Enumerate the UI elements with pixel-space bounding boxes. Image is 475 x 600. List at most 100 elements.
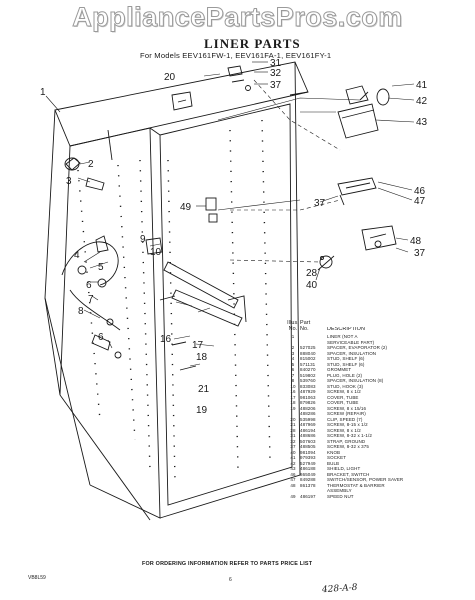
part-number: 519802 <box>300 372 316 378</box>
part-number: 486197 <box>300 493 316 499</box>
liner-box <box>44 61 309 521</box>
part-number: 527025 <box>300 345 316 350</box>
parts-list-header: No. No. DESCRIPTION <box>286 326 462 333</box>
part-number: 486194 <box>300 427 316 433</box>
part-number: 539760 <box>300 378 316 383</box>
illus-number: 1 <box>291 334 295 339</box>
callout-label: 37 <box>314 198 326 209</box>
part-description: SCREW (REPAIR) <box>327 411 366 416</box>
illus-number: 8 <box>291 378 295 383</box>
part-number: 486188 <box>300 466 316 471</box>
part-description: SCREW, 8 x 1/2 <box>327 389 361 394</box>
illus-number: 2 <box>291 345 295 350</box>
part-number: 861378 <box>300 482 316 488</box>
part-description: SCREW, 8 x 15/16 <box>327 405 367 411</box>
part-number: 487929 <box>300 389 316 394</box>
part-description: SCREW, 8-32 x 375 <box>327 444 369 449</box>
part-description: SHIELD, LIGHT <box>327 466 361 471</box>
illus-number: 48 <box>290 482 296 488</box>
illus-number: 40 <box>290 449 296 455</box>
parts-list-row: 49 486197 SPEED NUT <box>286 494 462 500</box>
part-number: 487969 <box>300 422 316 427</box>
illus-number: 6 <box>291 367 295 372</box>
callout-label: 10 <box>150 247 162 258</box>
upper-clip-parts <box>171 65 251 111</box>
part-description: SPEED NUT <box>327 493 354 499</box>
illus-number: 32 <box>290 438 296 444</box>
illus-number: 19 <box>290 405 296 411</box>
illus-number: 31 <box>290 433 296 438</box>
part-description: SPACER, INSULATION (8) <box>327 378 384 383</box>
parts-list-header-top: Illus. Part <box>286 320 462 327</box>
page-number: 6 <box>229 577 232 583</box>
thermostat-assembly <box>361 225 397 251</box>
callout-label: 46 <box>414 186 426 197</box>
callout-label: 31 <box>270 58 282 69</box>
illus-number: 21 <box>290 422 296 427</box>
callout-label: 1 <box>40 87 46 98</box>
callout-label: 3 <box>66 176 72 187</box>
illus-number: 42 <box>290 460 296 466</box>
callout-label: 19 <box>196 405 208 416</box>
callout-label: 21 <box>198 384 210 395</box>
header-part: Part <box>300 320 311 326</box>
switch-bracket <box>337 177 377 206</box>
part-description: STRAP, GROUND <box>327 438 366 444</box>
illus-number: 3 <box>291 350 295 356</box>
part-description: BRACKET, SWITCH <box>327 471 370 477</box>
callout-labels: 1 2 3 4 5 6 7 8 9 10 16 17 18 19 20 21 2… <box>40 58 428 416</box>
part-number: 865049 <box>300 471 316 477</box>
callout-label: 17 <box>192 340 204 351</box>
speed-nut <box>205 197 218 223</box>
part-number: 527949 <box>300 460 316 466</box>
light-socket-assembly <box>337 85 390 139</box>
callout-label: 4 <box>74 250 80 261</box>
part-description: COVER, TUBE <box>327 394 359 400</box>
part-number: 488286 <box>300 411 316 416</box>
part-description: STUD, SHELF (6) <box>327 356 365 361</box>
callout-label: 2 <box>88 159 94 170</box>
parts-list-row: 488286 SCREW (REPAIR) <box>286 411 462 417</box>
part-number: 981063 <box>300 394 316 400</box>
parts-list-row: ASSEMBLY <box>286 488 462 494</box>
part-description: SERVICEABLE PART) <box>327 339 375 345</box>
header-illus: Illus. <box>287 320 299 326</box>
part-description: KNOB <box>327 449 341 455</box>
illus-number: 49 <box>290 493 296 499</box>
parts-list-row: SERVICEABLE PART) <box>286 340 462 346</box>
callout-label: 37 <box>414 248 426 259</box>
screws-lower <box>145 237 197 371</box>
illus-number: 16 <box>290 389 296 394</box>
watermark: AppliancePartsPros.com <box>72 2 403 33</box>
illus-number: 18 <box>290 400 296 405</box>
callout-label: 9 <box>140 234 146 245</box>
connection-lines <box>229 79 341 263</box>
illus-number: 10 <box>290 383 296 389</box>
part-number: 488505 <box>300 444 316 449</box>
callout-label: 47 <box>414 196 426 207</box>
part-number: 571131 <box>300 361 316 367</box>
part-number: 849288 <box>300 477 316 482</box>
part-number: 815002 <box>300 356 316 361</box>
illus-number: 7 <box>291 372 295 378</box>
illus-number: 43 <box>290 466 296 471</box>
callout-label: 48 <box>410 236 422 247</box>
parts-list-row: 43 486188 SHIELD, LIGHT <box>286 466 462 472</box>
